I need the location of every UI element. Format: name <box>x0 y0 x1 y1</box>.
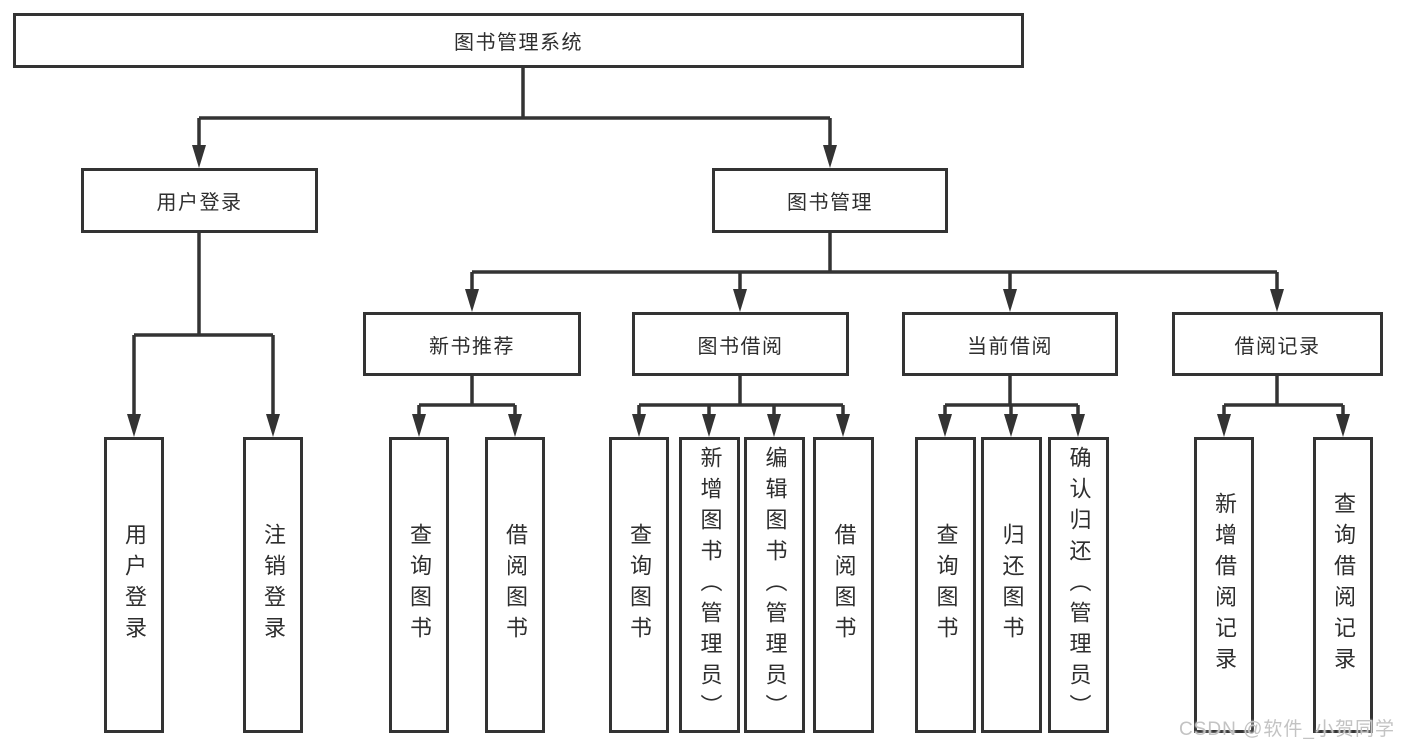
leaf-borrow-book: 借阅图书 <box>813 437 874 733</box>
leaf-add-borrow-record: 新增借阅记录 <box>1194 437 1254 733</box>
node-label: 图书管理 <box>787 192 873 214</box>
node-current-borrow: 当前借阅 <box>902 312 1118 376</box>
leaf-query-borrow-record: 查询借阅记录 <box>1313 437 1373 733</box>
node-label: 注销登录 <box>261 523 286 647</box>
node-book-management-branch: 图书管理 <box>712 168 948 233</box>
node-borrow-record: 借阅记录 <box>1172 312 1383 376</box>
node-book-borrow: 图书借阅 <box>632 312 849 376</box>
node-label: 借阅图书 <box>503 523 528 647</box>
node-label: 借阅图书 <box>831 523 857 647</box>
leaf-return-book: 归还图书 <box>981 437 1042 733</box>
node-label: 新增借阅记录 <box>1212 492 1237 678</box>
edges-current <box>943 376 1080 419</box>
node-label: 查询借阅记录 <box>1331 492 1356 678</box>
node-label: 编辑图书（管理员） <box>762 445 788 725</box>
node-label: 借阅记录 <box>1234 335 1321 358</box>
node-label: 归还图书 <box>999 523 1025 647</box>
leaf-borrow-book: 借阅图书 <box>485 437 545 733</box>
edges-book-branch <box>470 233 1279 293</box>
node-label: 确认归还（管理员） <box>1066 445 1092 725</box>
node-user-login-branch: 用户登录 <box>81 168 318 233</box>
node-label: 用户登录 <box>122 523 147 647</box>
leaf-query-book: 查询图书 <box>915 437 976 733</box>
edges-borrow <box>637 376 845 419</box>
leaf-query-book: 查询图书 <box>389 437 449 733</box>
node-label: 图书借阅 <box>697 335 784 358</box>
node-label: 新增图书（管理员） <box>697 445 723 725</box>
leaf-add-book-admin: 新增图书（管理员） <box>679 437 740 733</box>
leaf-logout: 注销登录 <box>243 437 303 733</box>
leaf-confirm-return-admin: 确认归还（管理员） <box>1048 437 1109 733</box>
csdn-watermark: CSDN @软件_小贺同学 <box>1179 719 1395 740</box>
leaf-user-login: 用户登录 <box>104 437 164 733</box>
node-new-book-recommend: 新书推荐 <box>363 312 581 376</box>
node-label: 图书管理系统 <box>454 32 583 54</box>
node-label: 查询图书 <box>627 523 652 647</box>
leaf-query-book: 查询图书 <box>609 437 669 733</box>
node-label: 查询图书 <box>933 523 959 647</box>
edges-root <box>197 68 832 149</box>
node-label: 查询图书 <box>407 523 432 647</box>
node-label: 当前借阅 <box>967 335 1053 358</box>
edges-record <box>1222 376 1345 419</box>
node-label: 新书推荐 <box>429 335 515 358</box>
edges-user-branch <box>132 233 275 419</box>
edges-newbook <box>417 376 517 419</box>
leaf-edit-book-admin: 编辑图书（管理员） <box>744 437 805 733</box>
node-system-root: 图书管理系统 <box>13 13 1024 68</box>
node-label: 用户登录 <box>156 192 243 214</box>
